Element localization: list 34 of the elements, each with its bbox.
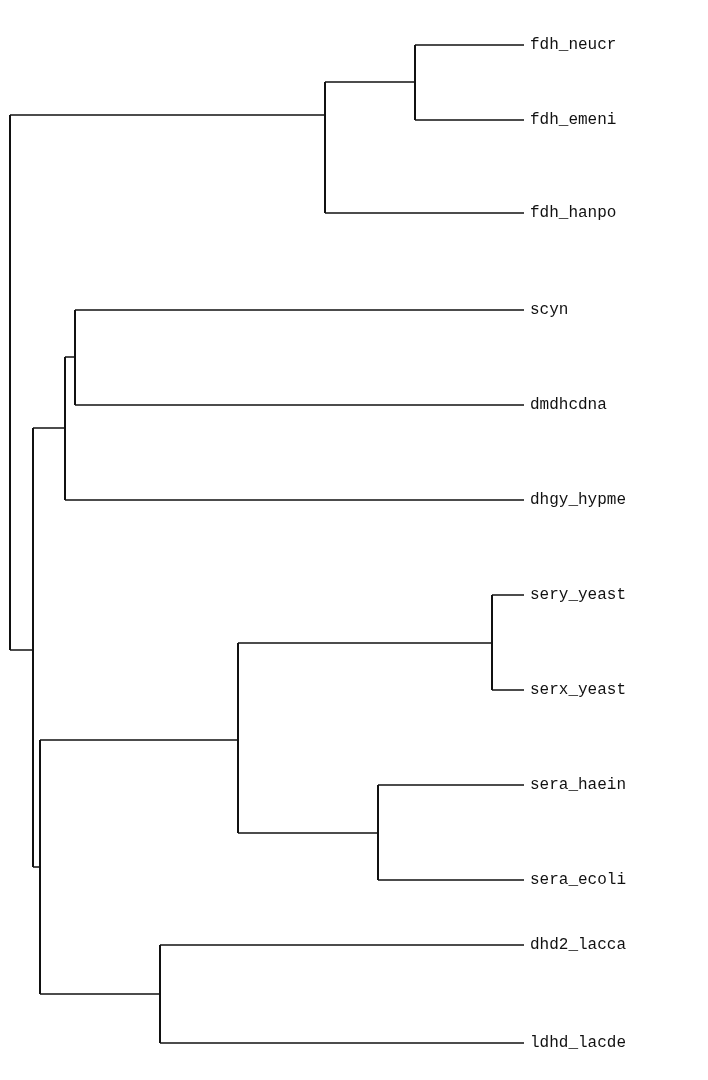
branch-line <box>39 993 161 995</box>
taxon-label: sery_yeast <box>530 585 626 605</box>
branch-line <box>74 309 525 311</box>
taxon-label: fdh_emeni <box>530 110 617 130</box>
branch-line <box>237 642 493 644</box>
branch-line <box>32 866 41 868</box>
branch-line <box>324 212 525 214</box>
taxon-label: ldhd_lacde <box>530 1033 626 1053</box>
branch-line <box>377 784 525 786</box>
branch-line <box>32 427 66 429</box>
branch-line <box>74 404 525 406</box>
branch-line <box>159 944 525 946</box>
taxon-label: fdh_neucr <box>530 35 617 55</box>
taxon-label: sera_haein <box>530 775 626 795</box>
branch-line <box>39 739 239 741</box>
branch-line <box>414 119 525 121</box>
branch-line <box>237 832 379 834</box>
taxon-label: fdh_hanpo <box>530 203 617 223</box>
taxon-label: serx_yeast <box>530 680 626 700</box>
branch-line <box>377 879 525 881</box>
taxon-label: scyn <box>530 300 569 320</box>
taxon-label: dhd2_lacca <box>530 935 626 955</box>
branch-line <box>414 44 525 46</box>
branch-line <box>64 499 525 501</box>
branch-line <box>9 649 34 651</box>
taxon-label: sera_ecoli <box>530 870 626 890</box>
taxon-label: dmdhcdna <box>530 395 607 415</box>
branch-line <box>9 114 326 116</box>
branch-line <box>324 81 416 83</box>
taxon-label: dhgy_hypme <box>530 490 626 510</box>
branch-line <box>491 594 525 596</box>
branch-line <box>64 356 76 358</box>
branch-line <box>159 1042 525 1044</box>
branch-line <box>491 689 525 691</box>
